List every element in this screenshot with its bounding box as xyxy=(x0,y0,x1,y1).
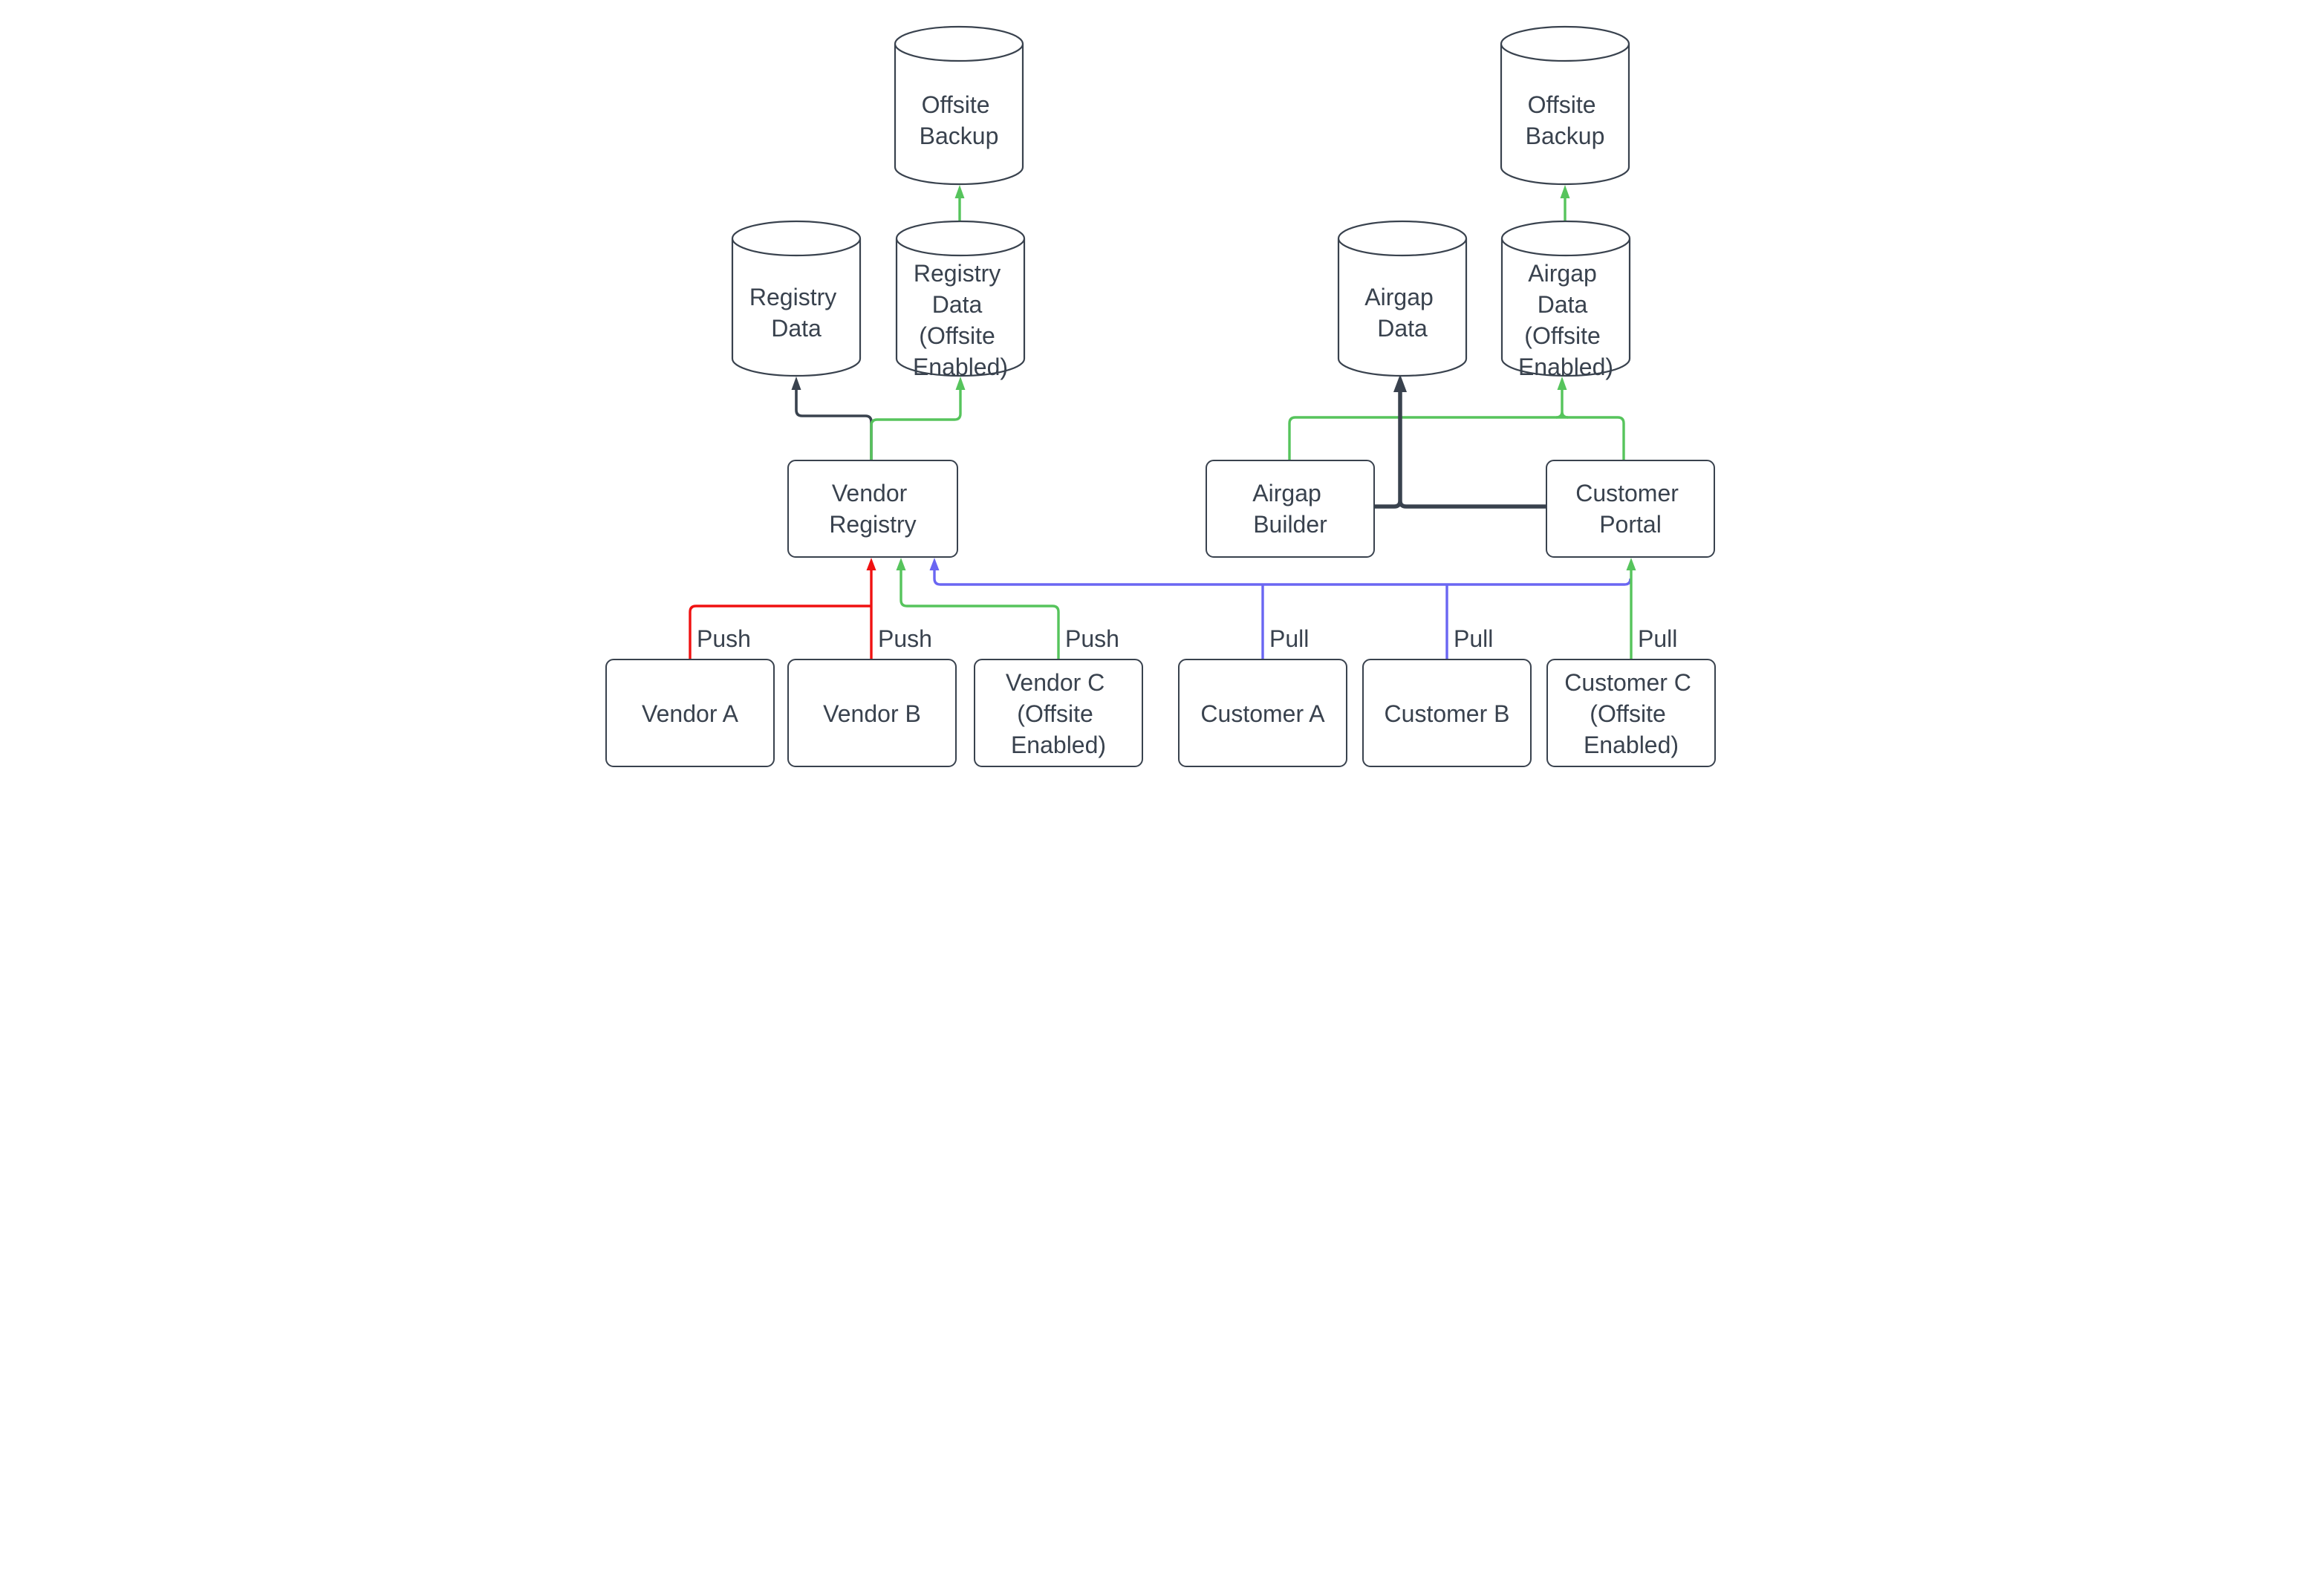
label-vendor-registry: Vendor Registry xyxy=(829,480,916,538)
edge-airgap-data-offsite-to-offsite-backup-arrowhead xyxy=(1560,185,1569,198)
node-vendor-registry xyxy=(787,460,958,558)
label-registry-data-offsite: Registry Data (Offsite Enabled) xyxy=(912,260,1007,380)
cylinder-registry-data xyxy=(731,220,861,377)
edge-label-push-vendor-b: Push xyxy=(878,625,932,652)
label-vendor-a: Vendor A xyxy=(642,700,739,727)
node-customer-c xyxy=(1546,659,1716,767)
label-vendor-b: Vendor B xyxy=(823,700,921,727)
label-vendor-c: Vendor C (Offsite Enabled) xyxy=(1005,669,1110,758)
flow-diagram: Offsite Backup Registry Data Registry Da… xyxy=(605,25,1716,767)
edge-vendor-registry-to-registry-data-arrowhead xyxy=(791,377,801,390)
edge-vendor-push-arrowhead xyxy=(866,558,876,570)
diagram-canvas: Offsite Backup Registry Data Registry Da… xyxy=(578,0,1735,798)
edge-builders-to-airgap-data-arrowhead xyxy=(1393,374,1407,392)
label-customer-a: Customer A xyxy=(1200,700,1325,727)
label-airgap-builder: Airgap Builder xyxy=(1252,480,1327,538)
edge-label-push-vendor-a: Push xyxy=(697,625,751,652)
node-vendor-c xyxy=(973,659,1143,767)
edge-link-to-airgap-data-offsite xyxy=(1555,390,1568,419)
edge-customers-pull-arrowhead xyxy=(929,558,939,570)
edge-airgap-builder-customer-portal-link xyxy=(1287,416,1625,460)
label-customer-b: Customer B xyxy=(1384,700,1509,727)
edge-vendor-registry-to-registry-data-offsite xyxy=(869,390,962,460)
edge-label-push-vendor-c: Push xyxy=(1065,625,1119,652)
cylinder-offsite-backup-right xyxy=(1500,25,1630,186)
nodes xyxy=(605,25,1716,767)
cylinder-offsite-backup-left xyxy=(894,25,1024,186)
node-customer-a xyxy=(1177,659,1347,767)
edge-label-pull-customer-b: Pull xyxy=(1454,625,1493,652)
edge-vendor-a-push xyxy=(688,605,871,659)
cylinder-airgap-data-offsite xyxy=(1500,220,1630,377)
edge-customer-c-pull-arrowhead xyxy=(1626,558,1636,570)
edge-vendor-registry-to-registry-data xyxy=(794,390,873,460)
node-customer-portal xyxy=(1545,460,1715,558)
label-airgap-data: Airgap Data xyxy=(1364,284,1439,342)
label-customer-c: Customer C (Offsite Enabled) xyxy=(1564,669,1698,758)
label-offsite-backup-left: Offsite Backup xyxy=(919,91,998,149)
edge-label-pull-customer-a: Pull xyxy=(1269,625,1309,652)
edge-registry-data-offsite-to-offsite-backup-arrowhead xyxy=(954,185,964,198)
edges xyxy=(688,185,1636,659)
edge-labels: Push Push Push Pull Pull Pull xyxy=(697,625,1677,652)
label-registry-data: Registry Data xyxy=(749,284,842,342)
cylinder-airgap-data xyxy=(1337,220,1467,377)
edge-link-to-airgap-data-offsite-arrowhead xyxy=(1557,377,1567,390)
edge-label-pull-customer-c: Pull xyxy=(1638,625,1677,652)
node-vendor-b xyxy=(787,659,957,767)
edge-vendor-registry-to-registry-data-offsite-arrowhead xyxy=(955,377,965,390)
edge-vendor-c-push-arrowhead xyxy=(896,558,905,570)
node-vendor-a xyxy=(605,659,775,767)
node-airgap-builder xyxy=(1205,460,1375,558)
edge-customers-pull-main xyxy=(932,570,1632,586)
node-labels: Offsite Backup Registry Data Registry Da… xyxy=(642,91,1698,758)
label-offsite-backup-right: Offsite Backup xyxy=(1525,91,1604,149)
edge-vendor-c-push xyxy=(899,570,1060,659)
cylinder-registry-data-offsite xyxy=(895,220,1025,377)
edge-builders-to-airgap-data xyxy=(1373,392,1546,509)
node-customer-b xyxy=(1362,659,1532,767)
label-airgap-data-offsite: Airgap Data (Offsite Enabled) xyxy=(1517,260,1613,380)
label-customer-portal: Customer Portal xyxy=(1575,480,1685,538)
